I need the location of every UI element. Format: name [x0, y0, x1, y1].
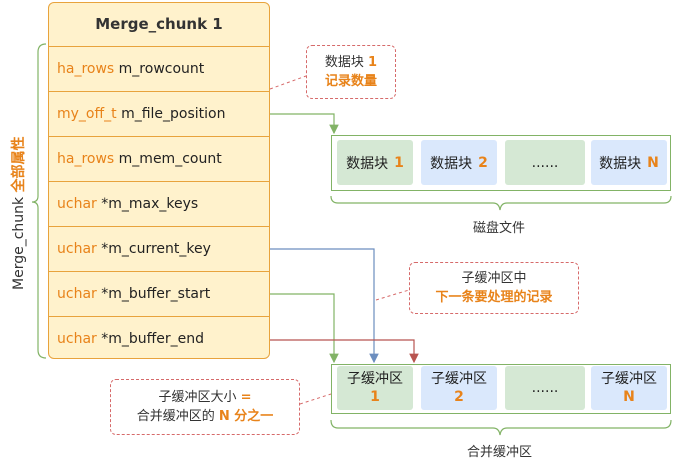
merge-buffer-caption: 合并缓冲区 — [467, 445, 533, 460]
note-line: 合并缓冲区的 N 分之一 — [111, 407, 299, 426]
cell-num: 1 — [370, 389, 380, 405]
merge-chunk-struct: Merge_chunk 1 ha_rows m_rowcount my_off_… — [48, 2, 270, 359]
buffer-size-callout — [299, 393, 332, 405]
field-buffer-end: uchar *m_buffer_end — [49, 317, 269, 358]
note-text: 子缓冲区大小 — [158, 390, 241, 405]
field-type: uchar — [57, 286, 97, 302]
disk-caption: 磁盘文件 — [473, 221, 526, 236]
field-max-keys: uchar *m_max_keys — [49, 182, 269, 227]
cell-num: 1 — [394, 154, 404, 171]
field-name: *m_current_key — [96, 241, 211, 257]
sub-buffer-n: 子缓冲区 N — [591, 366, 667, 410]
left-brace — [31, 43, 47, 359]
cell-label: ...... — [531, 154, 559, 171]
field-type: uchar — [57, 331, 97, 347]
note-line: 子缓冲区中 — [461, 271, 527, 286]
field-name: m_file_position — [116, 106, 226, 122]
cell-label: 数据块 — [599, 155, 642, 172]
field-type: ha_rows — [57, 151, 115, 167]
field-current-key: uchar *m_current_key — [49, 227, 269, 272]
disk-brace — [330, 195, 672, 211]
note-line: 子缓冲区大小 = — [111, 388, 299, 407]
note-text: = — [240, 390, 252, 405]
cell-label: 子缓冲区 — [601, 371, 657, 387]
sub-buffer-2: 子缓冲区 2 — [421, 366, 497, 410]
field-buffer-start: uchar *m_buffer_start — [49, 272, 269, 317]
field-name: m_rowcount — [114, 61, 205, 77]
rowcount-callout — [269, 75, 307, 90]
note-line: 记录数量 — [324, 74, 377, 89]
note-line: 下一条要处理的记录 — [435, 290, 553, 305]
note-text: 数据块 — [324, 55, 369, 70]
buffer-start-arrow — [270, 293, 339, 364]
disk-block-2: 数据块 2 — [421, 140, 497, 185]
disk-block-1: 数据块 1 — [337, 140, 413, 185]
field-name: m_mem_count — [114, 151, 222, 167]
field-file-position: my_off_t m_file_position — [49, 92, 269, 137]
field-type: uchar — [57, 196, 97, 212]
cell-num: N — [623, 389, 635, 405]
cell-num: 2 — [454, 389, 464, 405]
note-num: 1 — [368, 55, 378, 70]
field-name: *m_max_keys — [96, 196, 199, 212]
cell-num: 2 — [478, 154, 488, 171]
field-name: *m_buffer_end — [96, 331, 205, 347]
field-rowcount: ha_rows m_rowcount — [49, 47, 269, 92]
buffer-end-arrow — [270, 339, 419, 364]
field-type: uchar — [57, 241, 97, 257]
note-rowcount: 数据块 1 记录数量 — [306, 45, 396, 99]
note-text: 合并缓冲区的 — [136, 409, 219, 424]
side-label-accent: 全部属性 — [11, 136, 27, 193]
note-line: 数据块 1 — [307, 53, 395, 72]
sub-buffer-ellipsis: ...... — [505, 366, 585, 410]
cell-label: ...... — [531, 380, 559, 396]
cell-label: 子缓冲区 — [431, 371, 487, 387]
field-type: my_off_t — [57, 106, 117, 122]
current-key-arrow — [270, 248, 379, 364]
merge-brace — [330, 419, 672, 436]
cell-label: 数据块 — [346, 155, 389, 172]
struct-title: Merge_chunk 1 — [49, 3, 269, 47]
cell-label: 子缓冲区 — [347, 371, 403, 387]
note-text: N 分之一 — [218, 409, 274, 424]
field-type: ha_rows — [57, 61, 115, 77]
sub-buffer-1: 子缓冲区 1 — [337, 366, 413, 410]
field-mem-count: ha_rows m_mem_count — [49, 137, 269, 182]
cell-label: 数据块 — [430, 155, 473, 172]
disk-block-n: 数据块 N — [591, 140, 667, 185]
side-label: Merge_chunk 全部属性 — [8, 136, 28, 290]
note-current-key: 子缓冲区中 下一条要处理的记录 — [409, 262, 579, 314]
field-name: *m_buffer_start — [96, 286, 211, 302]
cell-num: N — [647, 154, 659, 171]
file-position-arrow — [270, 113, 339, 135]
note-buffer-size: 子缓冲区大小 = 合并缓冲区的 N 分之一 — [110, 379, 300, 435]
disk-block-ellipsis: ...... — [505, 140, 585, 185]
current-key-callout — [375, 289, 410, 301]
side-label-prefix: Merge_chunk — [11, 192, 27, 290]
